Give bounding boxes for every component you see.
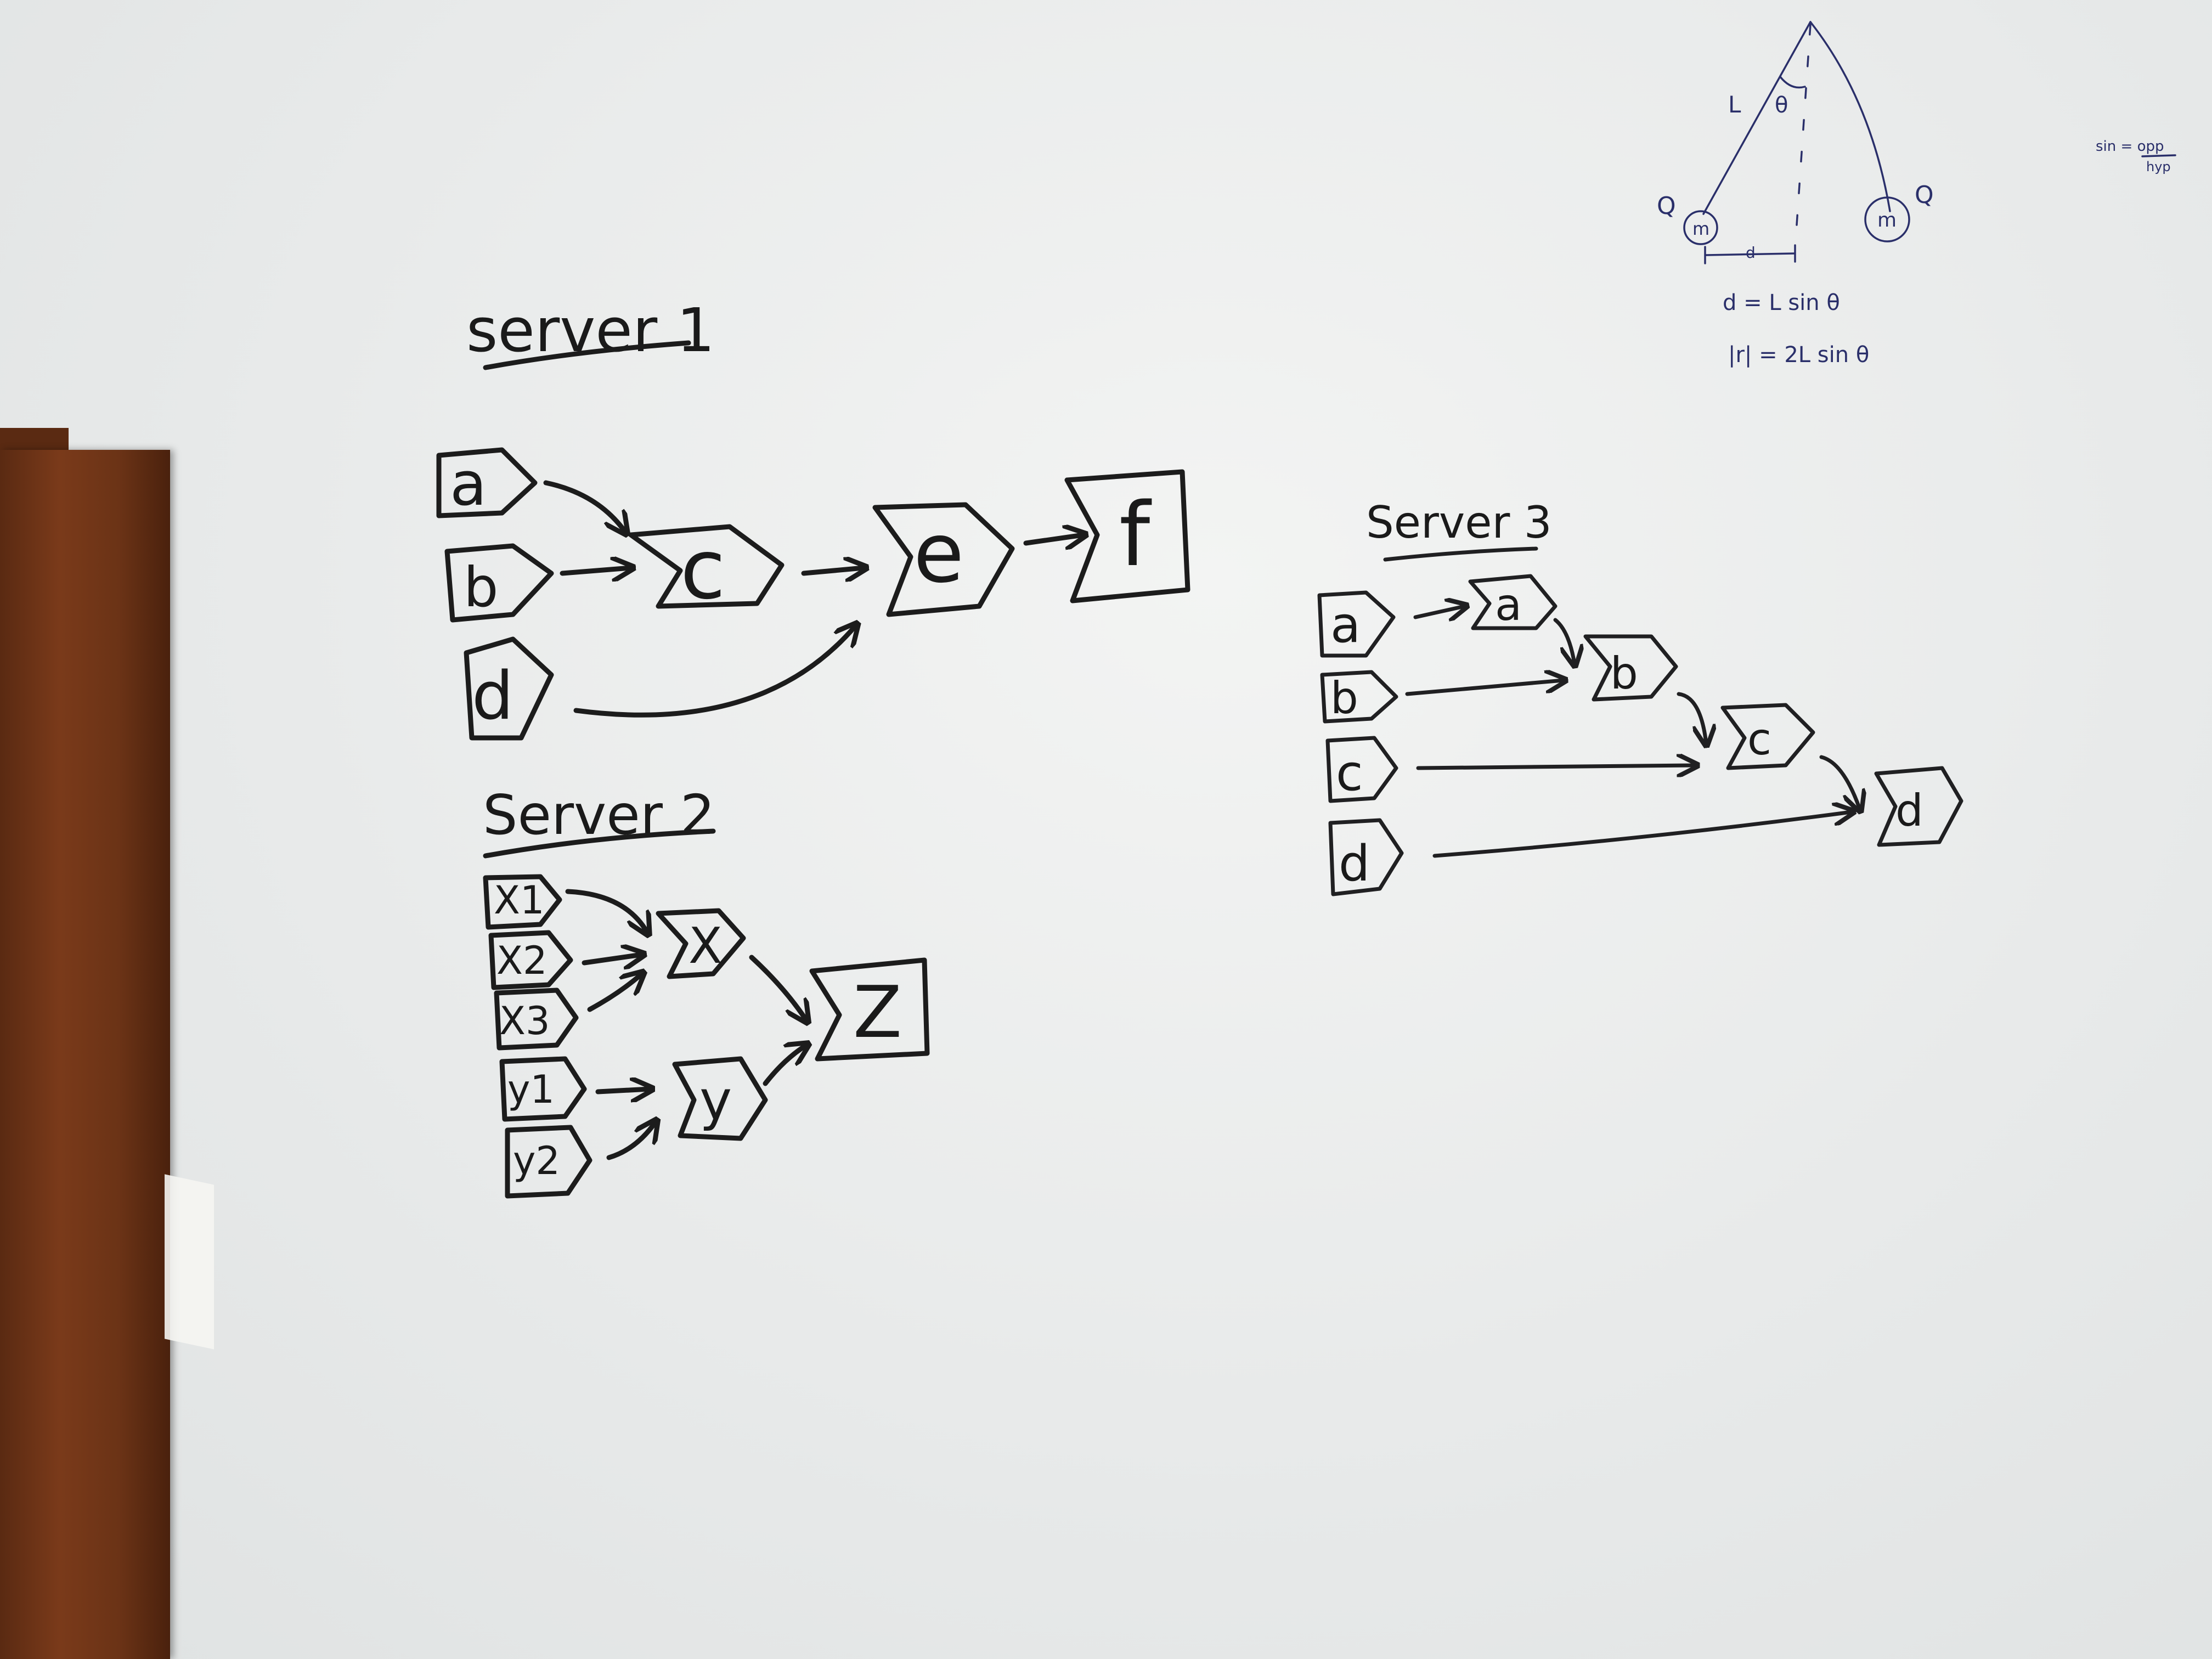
server1-node-d-shape (464, 636, 554, 741)
server2-input-x2-shape (488, 930, 573, 990)
edge3-b-b (1405, 680, 1564, 696)
edge-b-c (560, 568, 631, 573)
edge3-chain-a-b (1553, 618, 1575, 664)
server1-node-b-shape (444, 543, 554, 623)
server3-chain-d-shape (1874, 766, 1963, 847)
formula-r: |r| = 2L sin θ (1728, 342, 1869, 368)
server2-input-x3: X3 (499, 998, 550, 1043)
server2-node-y-shape (672, 1056, 768, 1141)
edge-y-z (763, 1045, 806, 1086)
server3-input-b-shape (1320, 670, 1398, 724)
mass-left-label: m (1692, 218, 1709, 239)
server1-node-c-shape (628, 524, 785, 609)
server1-diagram: server 1 a b d c e f (436, 295, 1190, 741)
edge-d-e (573, 625, 856, 718)
server3-title: Server 3 (1366, 497, 1552, 548)
server2-node-z-shape (809, 957, 930, 1062)
edge3-chain-c-d (1819, 755, 1860, 809)
edge3-a-a (1413, 606, 1465, 617)
edge-y2-y (606, 1122, 656, 1160)
server3-input-c-shape (1325, 736, 1398, 803)
server2-node-z: Z (853, 970, 902, 1054)
server3-chain-b-shape (1583, 634, 1678, 702)
server1-node-e-shape (872, 502, 1015, 617)
server3-input-a-shape (1317, 590, 1396, 658)
string-left (1702, 21, 1812, 215)
distance-label: d (1746, 244, 1756, 262)
server1-node-d: d (472, 658, 514, 735)
server1-node-a: a (450, 449, 487, 519)
server1-title-underline (483, 340, 691, 370)
server3-chain-c: c (1747, 714, 1771, 765)
server2-node-x-shape (656, 908, 746, 979)
edge-c-e (801, 568, 864, 573)
sin-note-bottom: hyp (2146, 159, 2171, 174)
distance-arrow (1705, 252, 1795, 256)
edge-a-c (543, 480, 625, 532)
mass-right-circle (1864, 196, 1910, 242)
server3-input-d-shape (1328, 818, 1404, 896)
edge-x1-x (565, 889, 647, 933)
server1-node-b: b (464, 555, 498, 619)
server2-input-x1: X1 (494, 878, 545, 923)
server2-node-x: X (689, 917, 723, 975)
edge-x3-x (587, 974, 642, 1012)
edge3-chain-b-c (1677, 692, 1706, 743)
server2-node-y: y (699, 1068, 732, 1132)
sin-note-top: sin = opp (2096, 138, 2164, 155)
server2-input-y1: y1 (507, 1067, 555, 1112)
server2-input-y2: y2 (513, 1138, 560, 1183)
server3-chain-a-shape (1468, 574, 1558, 630)
server1-title: server 1 (466, 295, 715, 365)
server3-title-underline (1383, 546, 1538, 562)
server1-node-f: f (1119, 483, 1152, 586)
wooden-cabinet (0, 450, 170, 1659)
string-right (1809, 21, 1891, 212)
server1-node-f-shape (1064, 469, 1190, 603)
angle-arc (1779, 76, 1806, 89)
vertical-reference (1796, 24, 1812, 226)
server1-node-a-shape (436, 447, 538, 518)
edge-e-f (1023, 535, 1084, 543)
mass-left-circle (1683, 210, 1718, 245)
server2-input-y1-shape (499, 1056, 587, 1122)
charge-left-label: Q (1657, 192, 1676, 220)
edge-x-z (749, 955, 806, 1020)
length-label: L (1728, 91, 1741, 118)
server3-chain-c-shape (1720, 703, 1815, 770)
server1-node-e: e (913, 506, 964, 601)
server2-diagram: Server 2 X1 X2 X3 y1 y2 X y Z (483, 783, 930, 1199)
server1-node-c: c (680, 522, 725, 618)
edge-x2-x (582, 955, 642, 963)
server3-input-a: a (1330, 596, 1361, 654)
edge-y1-y (595, 1089, 650, 1092)
server3-chain-b: b (1610, 648, 1638, 699)
server3-diagram: Server 3 a b c d a b c d (1317, 497, 1963, 896)
server3-chain-d: d (1895, 785, 1923, 836)
sin-note-fraction-bar (2141, 154, 2176, 157)
physics-sketch: m m L θ Q Q d d = L sin θ |r| = 2L sin θ… (1657, 21, 2176, 368)
formula-d: d = L sin θ (1723, 290, 1840, 315)
mass-right-label: m (1877, 209, 1897, 232)
server2-title: Server 2 (483, 783, 715, 847)
server3-chain-a: a (1495, 579, 1522, 630)
charge-right-label: Q (1915, 181, 1934, 209)
server3-input-b: b (1330, 673, 1358, 724)
edge3-d-d (1432, 812, 1852, 858)
server2-input-x2: X2 (496, 938, 548, 983)
edge3-c-c (1416, 765, 1695, 768)
angle-label: θ (1775, 93, 1788, 118)
server3-input-d: d (1339, 835, 1370, 893)
server2-input-y2-shape (505, 1125, 592, 1199)
server2-input-x1-shape (483, 874, 562, 930)
server2-input-x3-shape (494, 988, 579, 1051)
server3-input-c: c (1336, 744, 1363, 802)
server2-title-underline (483, 828, 716, 859)
